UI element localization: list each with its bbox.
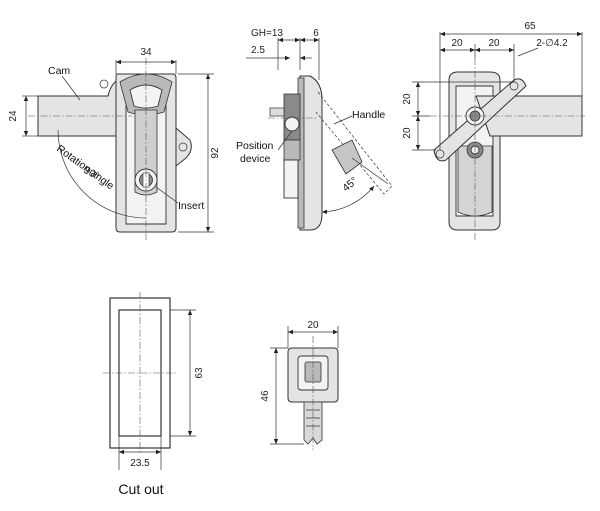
- dim-two-five: 2.5: [251, 45, 265, 56]
- dim-key-width: 20: [307, 320, 319, 331]
- dim-back-hole: 2-∅4.2: [536, 38, 568, 49]
- dim-back-total: 65: [524, 21, 536, 32]
- dim-back-left: 20: [451, 38, 463, 49]
- dim-cam-height: 24: [8, 110, 19, 122]
- handle-raised-outline: [315, 91, 393, 195]
- front-view: 34 24 92 Cam 90° Rotation angle Insert: [8, 47, 221, 240]
- label-cam: Cam: [48, 65, 70, 77]
- mounting-hole-left: [99, 79, 109, 89]
- label-handle: Handle: [352, 109, 385, 121]
- dim-front-height: 92: [210, 147, 221, 159]
- cutout-view: 63 23.5 Cut out: [103, 292, 205, 497]
- cam-plate: [37, 75, 129, 137]
- rotation-arc: [57, 129, 147, 219]
- dim-six: 6: [313, 28, 319, 39]
- label-side-angle: 45°: [340, 175, 360, 194]
- dim-front-width: 34: [140, 47, 152, 58]
- label-position: Position: [236, 140, 274, 152]
- position-device: [284, 116, 300, 132]
- label-rotation-angle: Rotation angle: [54, 143, 116, 193]
- mounting-hole-right: [178, 142, 188, 152]
- dim-cutout-height: 63: [194, 367, 205, 379]
- cutout-caption: Cut out: [118, 481, 163, 497]
- dim-gh: GH=13: [251, 28, 283, 39]
- key-view: 20 46: [260, 320, 339, 450]
- key-blade: [303, 401, 323, 445]
- dim-key-height: 46: [260, 390, 271, 402]
- dim-back-top-vertical: 20: [402, 93, 413, 105]
- handle-raised: [331, 139, 363, 175]
- label-insert: Insert: [178, 200, 204, 212]
- side-view: GH=13 6 2.5 45° Handle Position device: [236, 28, 393, 231]
- mounting-ear-right: [175, 126, 192, 168]
- back-view: 65 20 20 2-∅4.2 20 20: [402, 21, 585, 240]
- dim-back-bottom-vertical: 20: [402, 127, 413, 139]
- label-device: device: [240, 153, 271, 165]
- dim-back-right: 20: [488, 38, 500, 49]
- dim-cutout-width: 23.5: [130, 458, 150, 469]
